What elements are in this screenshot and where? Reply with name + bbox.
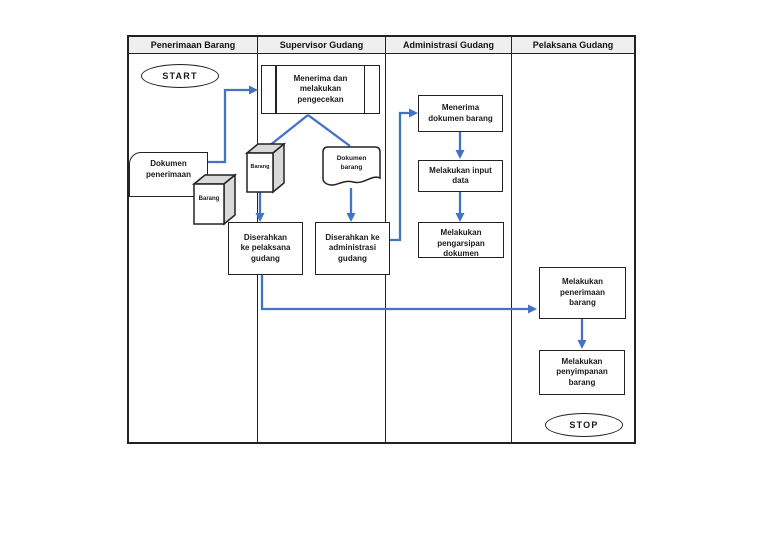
- lane-header-row: Penerimaan Barang Supervisor Gudang Admi…: [129, 37, 634, 54]
- lane-divider-2: [385, 54, 387, 442]
- lane-divider-1: [257, 54, 259, 442]
- lane-header-supervisor-gudang: Supervisor Gudang: [258, 37, 386, 54]
- swimlane-table: Penerimaan Barang Supervisor Gudang Admi…: [127, 35, 636, 444]
- lane-header-pelaksana-gudang: Pelaksana Gudang: [512, 37, 634, 54]
- lane-header-penerimaan-barang: Penerimaan Barang: [129, 37, 258, 54]
- lane-divider-3: [511, 54, 513, 442]
- lane-header-administrasi-gudang: Administrasi Gudang: [386, 37, 512, 54]
